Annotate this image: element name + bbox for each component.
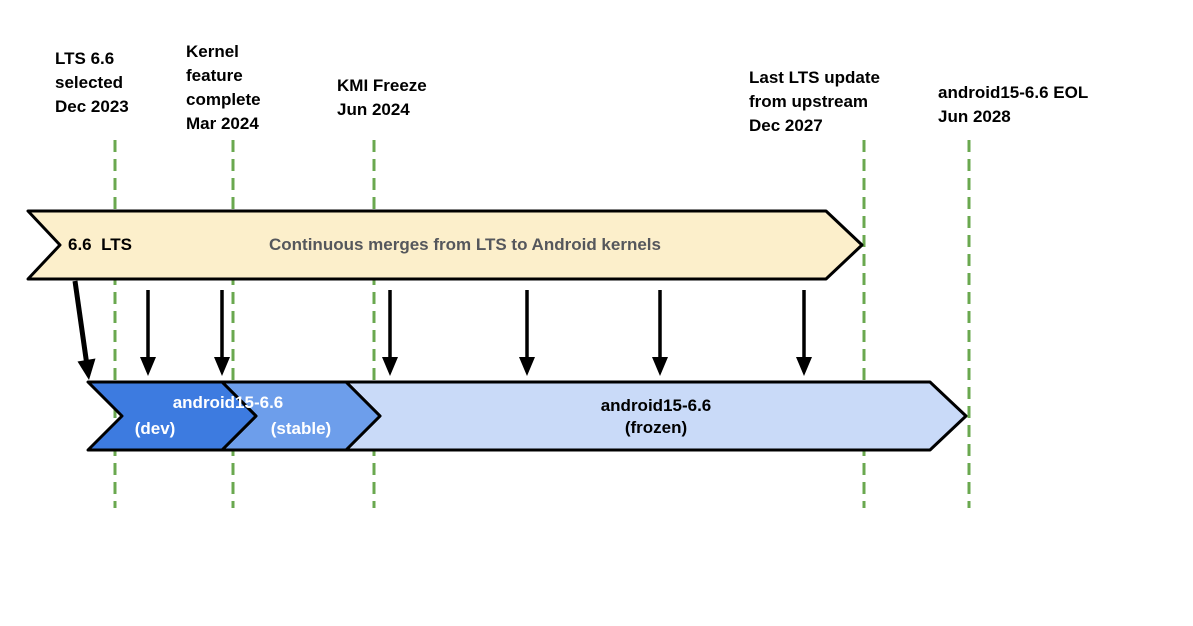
merge-arrow: [652, 290, 668, 376]
merge-arrow: [140, 290, 156, 376]
milestone-label-lts-selected: LTS 6.6 selected Dec 2023: [55, 49, 129, 116]
merge-arrow: [382, 290, 398, 376]
merge-arrow: [796, 290, 812, 376]
lts-banner-shape: [26, 209, 864, 281]
milestone-label-feature-complete: Kernel feature complete Mar 2024: [186, 42, 261, 133]
lts-banner-description: Continuous merges from LTS to Android ke…: [269, 235, 661, 254]
stable-segment-label: (stable): [270, 419, 332, 438]
merge-arrows: [140, 290, 812, 376]
android-branch-title: android15-6.6: [172, 393, 284, 412]
merge-arrow: [214, 290, 230, 376]
dev-segment-label: (dev): [134, 419, 176, 438]
merge-arrow: [519, 290, 535, 376]
lts-version-label: 6.6 LTS: [68, 235, 132, 254]
branch-creation-arrow: [72, 280, 96, 380]
milestone-label-eol: android15-6.6 EOL Jun 2028: [938, 83, 1089, 126]
milestone-label-last-lts-update: Last LTS update from upstream Dec 2027: [749, 68, 880, 135]
milestone-label-kmi-freeze: KMI Freeze Jun 2024: [337, 76, 427, 119]
frozen-segment-label: android15-6.6 (frozen): [600, 396, 712, 437]
dev-segment-shape: [86, 380, 258, 452]
